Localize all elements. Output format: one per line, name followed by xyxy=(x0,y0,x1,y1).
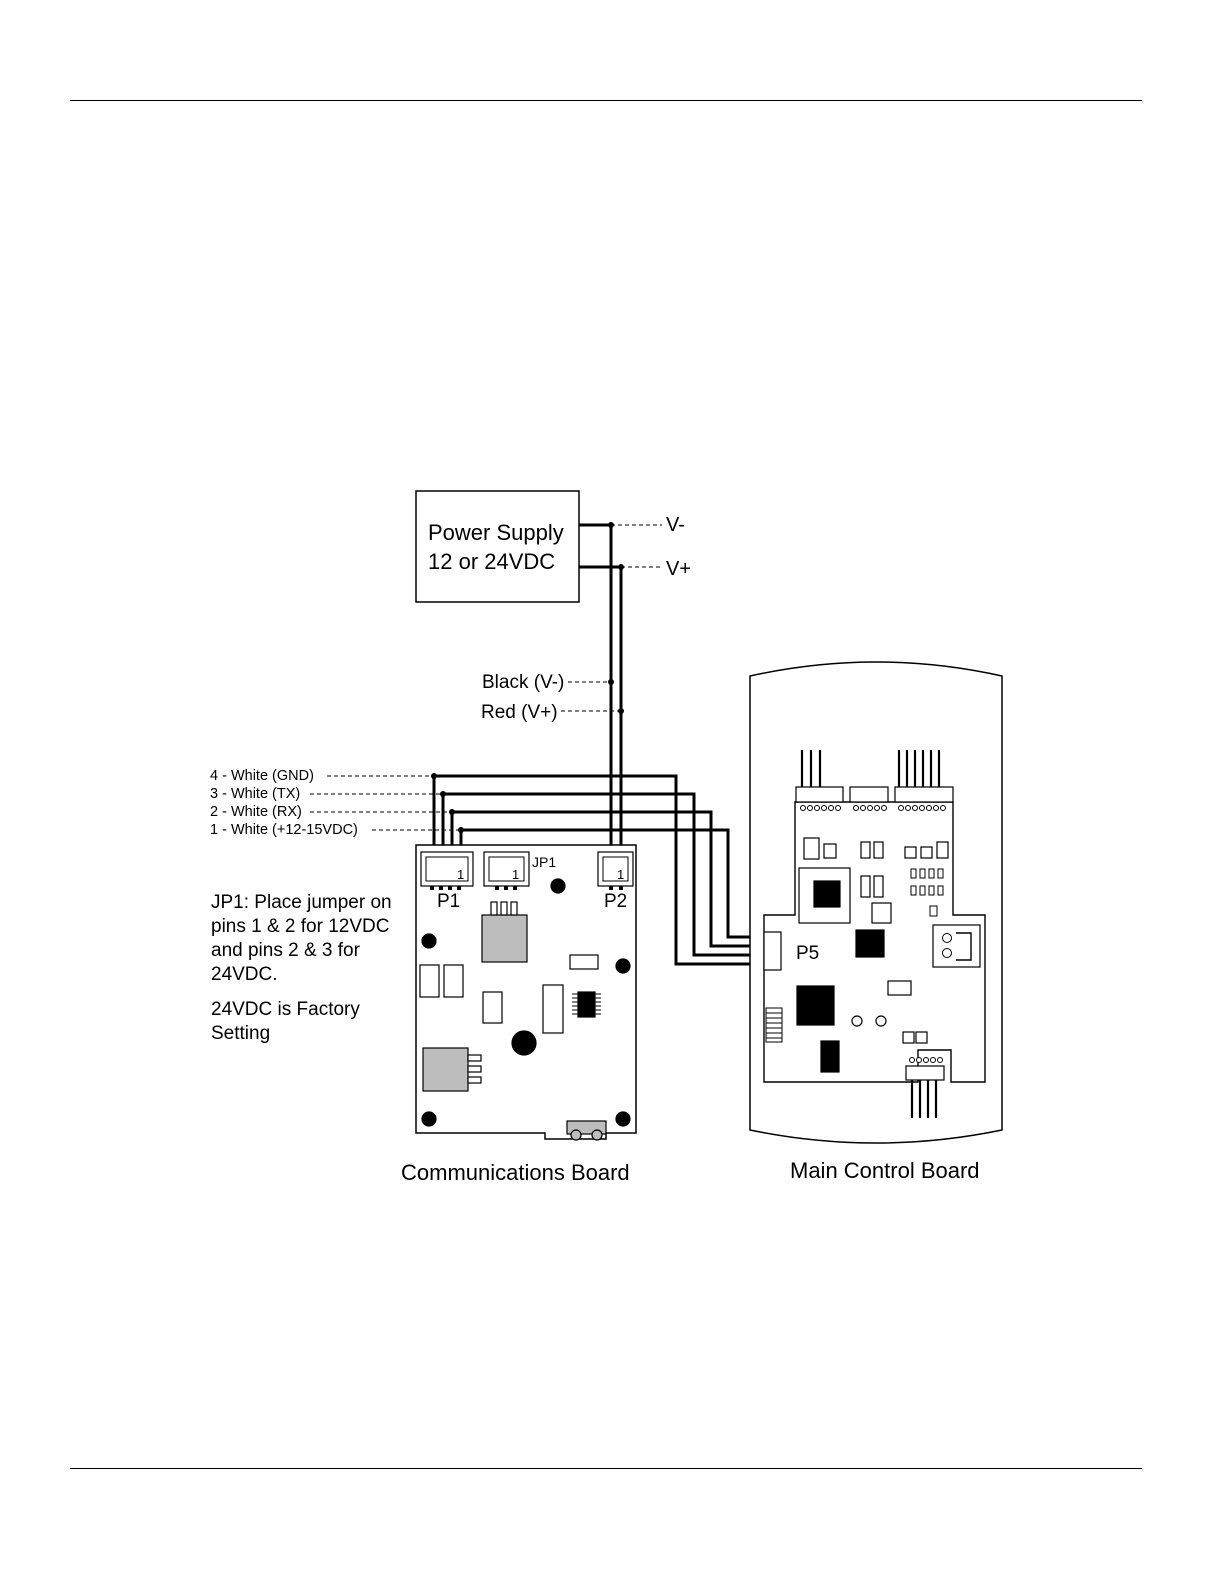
p1-label: P1 xyxy=(437,891,460,912)
power-supply-voltage: 12 or 24VDC xyxy=(428,549,555,574)
jp1-label: JP1 xyxy=(532,854,556,870)
connector-jp1: 1 xyxy=(484,852,529,890)
svg-text:Setting: Setting xyxy=(211,1023,270,1044)
connector-p1: 1 xyxy=(421,852,473,890)
svg-text:and pins 2 & 3 for: and pins 2 & 3 for xyxy=(211,940,361,961)
terminal-v-minus-label: V- xyxy=(666,514,685,536)
factory-note: 24VDC is Factory Setting xyxy=(211,999,360,1044)
main-control-board: P5 xyxy=(750,662,1002,1143)
jp1-note: JP1: Place jumper on pins 1 & 2 for 12VD… xyxy=(211,892,392,985)
svg-text:JP1: Place jumper on: JP1: Place jumper on xyxy=(211,892,392,913)
power-supply-title: Power Supply xyxy=(428,520,564,545)
comm-wire-dots xyxy=(431,773,464,833)
power-supply: Power Supply 12 or 24VDC xyxy=(416,491,579,602)
communications-board-caption: Communications Board xyxy=(401,1160,630,1185)
wire-1-label: 1 - White (+12-15VDC) xyxy=(210,822,358,838)
wire-4-label: 4 - White (GND) xyxy=(210,768,314,784)
p5-label: P5 xyxy=(796,943,819,964)
svg-text:pins 1 & 2 for 12VDC: pins 1 & 2 for 12VDC xyxy=(211,916,389,937)
p2-label: P2 xyxy=(604,891,627,912)
jp1-pin1-label: 1 xyxy=(512,867,519,882)
main-control-board-caption: Main Control Board xyxy=(790,1158,980,1183)
red-wire-label: Red (V+) xyxy=(481,702,558,723)
svg-text:24VDC is Factory: 24VDC is Factory xyxy=(211,999,360,1020)
p1-pin1-label: 1 xyxy=(457,867,464,882)
p2-pin1-label: 1 xyxy=(617,867,624,882)
communications-board: 1 P1 1 JP1 1 P2 xyxy=(416,845,636,1140)
black-wire-label: Black (V-) xyxy=(482,672,564,693)
terminal-v-plus-label: V+ xyxy=(666,558,691,580)
wire-2-label: 2 - White (RX) xyxy=(210,804,302,820)
connector-p2: 1 xyxy=(598,852,633,890)
wire-3-label: 3 - White (TX) xyxy=(210,786,300,802)
power-leads xyxy=(579,525,621,855)
svg-text:24VDC.: 24VDC. xyxy=(211,964,278,985)
